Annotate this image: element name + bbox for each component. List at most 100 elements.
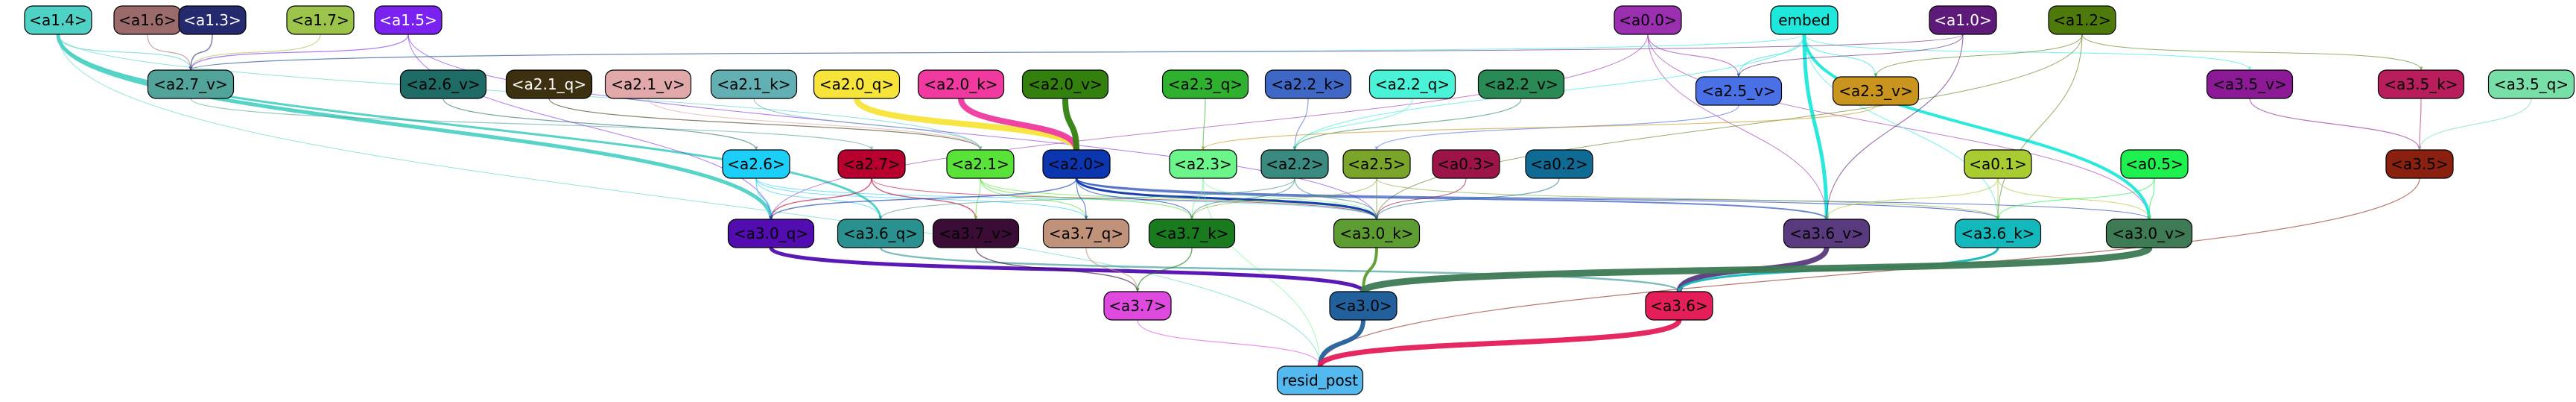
node-a2.2_v[interactable]: <a2.2_v> xyxy=(1477,69,1565,99)
node-a1.6[interactable]: <a1.6> xyxy=(113,5,182,35)
node-box[interactable] xyxy=(2206,69,2294,99)
node-box[interactable] xyxy=(837,219,924,248)
node-a2.3[interactable]: <a2.3> xyxy=(1169,149,1237,179)
node-box[interactable] xyxy=(24,5,92,35)
node-box[interactable] xyxy=(813,69,901,99)
node-a3.6_q[interactable]: <a3.6_q> xyxy=(837,219,924,248)
node-a1.4[interactable]: <a1.4> xyxy=(24,5,92,35)
node-box[interactable] xyxy=(1342,149,1411,179)
node-box[interactable] xyxy=(1432,149,1500,179)
node-a2.1_q[interactable]: <a2.1_q> xyxy=(505,69,593,99)
node-a3.6[interactable]: <a3.6> xyxy=(1645,291,1713,321)
node-a2.0_q[interactable]: <a2.0_q> xyxy=(813,69,901,99)
node-a2.7_v[interactable]: <a2.7_v> xyxy=(147,69,235,99)
node-box[interactable] xyxy=(2377,69,2465,99)
node-a2.0_k[interactable]: <a2.0_k> xyxy=(917,69,1005,99)
node-box[interactable] xyxy=(722,149,790,179)
node-box[interactable] xyxy=(710,69,798,99)
node-a1.5[interactable]: <a1.5> xyxy=(374,5,442,35)
node-resid_post[interactable]: resid_post xyxy=(1276,365,1364,395)
node-a1.7[interactable]: <a1.7> xyxy=(286,5,355,35)
node-embed[interactable]: embed xyxy=(1770,5,1839,35)
node-box[interactable] xyxy=(1276,365,1364,395)
node-a2.0[interactable]: <a2.0> xyxy=(1042,149,1111,179)
node-a2.5[interactable]: <a2.5> xyxy=(1342,149,1411,179)
node-box[interactable] xyxy=(1333,219,1421,248)
node-box[interactable] xyxy=(727,219,815,248)
node-box[interactable] xyxy=(286,5,355,35)
node-box[interactable] xyxy=(505,69,593,99)
node-box[interactable] xyxy=(399,69,487,99)
node-a2.0_v[interactable]: <a2.0_v> xyxy=(1021,69,1109,99)
node-box[interactable] xyxy=(2048,5,2116,35)
node-a2.6_v[interactable]: <a2.6_v> xyxy=(399,69,487,99)
node-a1.0[interactable]: <a1.0> xyxy=(1929,5,1997,35)
node-a3.0_k[interactable]: <a3.0_k> xyxy=(1333,219,1421,248)
node-a2.2[interactable]: <a2.2> xyxy=(1260,149,1329,179)
node-a3.0_q[interactable]: <a3.0_q> xyxy=(727,219,815,248)
node-box[interactable] xyxy=(374,5,442,35)
node-box[interactable] xyxy=(1614,5,1682,35)
node-box[interactable] xyxy=(604,69,692,99)
node-a3.0_v[interactable]: <a3.0_v> xyxy=(2105,219,2193,248)
node-box[interactable] xyxy=(932,219,1020,248)
node-box[interactable] xyxy=(2487,69,2575,99)
node-a2.2_q[interactable]: <a2.2_q> xyxy=(1368,69,1456,99)
node-box[interactable] xyxy=(1929,5,1997,35)
node-a2.1_v[interactable]: <a2.1_v> xyxy=(604,69,692,99)
node-box[interactable] xyxy=(1260,149,1329,179)
node-a3.7_q[interactable]: <a3.7_q> xyxy=(1042,219,1130,248)
node-a1.3[interactable]: <a1.3> xyxy=(178,5,247,35)
node-box[interactable] xyxy=(147,69,235,99)
node-a2.3_q[interactable]: <a2.3_q> xyxy=(1161,69,1249,99)
node-box[interactable] xyxy=(2120,149,2189,179)
node-box[interactable] xyxy=(1021,69,1109,99)
node-a2.7[interactable]: <a2.7> xyxy=(837,149,906,179)
node-a3.7[interactable]: <a3.7> xyxy=(1103,291,1172,321)
node-a3.5_k[interactable]: <a3.5_k> xyxy=(2377,69,2465,99)
node-a2.1_k[interactable]: <a2.1_k> xyxy=(710,69,798,99)
node-a3.7_k[interactable]: <a3.7_k> xyxy=(1148,219,1236,248)
node-box[interactable] xyxy=(1329,291,1398,321)
node-a3.6_v[interactable]: <a3.6_v> xyxy=(1783,219,1871,248)
node-box[interactable] xyxy=(2105,219,2193,248)
node-a3.0[interactable]: <a3.0> xyxy=(1329,291,1398,321)
node-box[interactable] xyxy=(1695,76,1783,106)
node-box[interactable] xyxy=(1954,219,2042,248)
node-box[interactable] xyxy=(1832,76,1920,106)
node-box[interactable] xyxy=(1964,149,2032,179)
node-box[interactable] xyxy=(1264,69,1352,99)
node-box[interactable] xyxy=(1161,69,1249,99)
node-box[interactable] xyxy=(1042,219,1130,248)
node-a0.1[interactable]: <a0.1> xyxy=(1964,149,2032,179)
node-a3.7_v[interactable]: <a3.7_v> xyxy=(932,219,1020,248)
node-box[interactable] xyxy=(1169,149,1237,179)
node-box[interactable] xyxy=(1645,291,1713,321)
node-box[interactable] xyxy=(1477,69,1565,99)
node-a3.5_q[interactable]: <a3.5_q> xyxy=(2487,69,2575,99)
node-box[interactable] xyxy=(1148,219,1236,248)
node-a2.3_v[interactable]: <a2.3_v> xyxy=(1832,76,1920,106)
node-box[interactable] xyxy=(1042,149,1111,179)
node-box[interactable] xyxy=(1103,291,1172,321)
node-a3.5[interactable]: <a3.5> xyxy=(2385,149,2454,179)
node-box[interactable] xyxy=(946,149,1015,179)
node-box[interactable] xyxy=(837,149,906,179)
node-box[interactable] xyxy=(1783,219,1871,248)
node-a3.6_k[interactable]: <a3.6_k> xyxy=(1954,219,2042,248)
node-a2.6[interactable]: <a2.6> xyxy=(722,149,790,179)
node-box[interactable] xyxy=(917,69,1005,99)
node-a2.2_k[interactable]: <a2.2_k> xyxy=(1264,69,1352,99)
node-a0.3[interactable]: <a0.3> xyxy=(1432,149,1500,179)
node-box[interactable] xyxy=(178,5,247,35)
node-box[interactable] xyxy=(1525,149,1593,179)
node-box[interactable] xyxy=(2385,149,2454,179)
node-a2.5_v[interactable]: <a2.5_v> xyxy=(1695,76,1783,106)
node-a1.2[interactable]: <a1.2> xyxy=(2048,5,2116,35)
node-a2.1[interactable]: <a2.1> xyxy=(946,149,1015,179)
node-box[interactable] xyxy=(1770,5,1839,35)
node-a0.2[interactable]: <a0.2> xyxy=(1525,149,1593,179)
node-box[interactable] xyxy=(1368,69,1456,99)
node-a3.5_v[interactable]: <a3.5_v> xyxy=(2206,69,2294,99)
node-a0.5[interactable]: <a0.5> xyxy=(2120,149,2189,179)
